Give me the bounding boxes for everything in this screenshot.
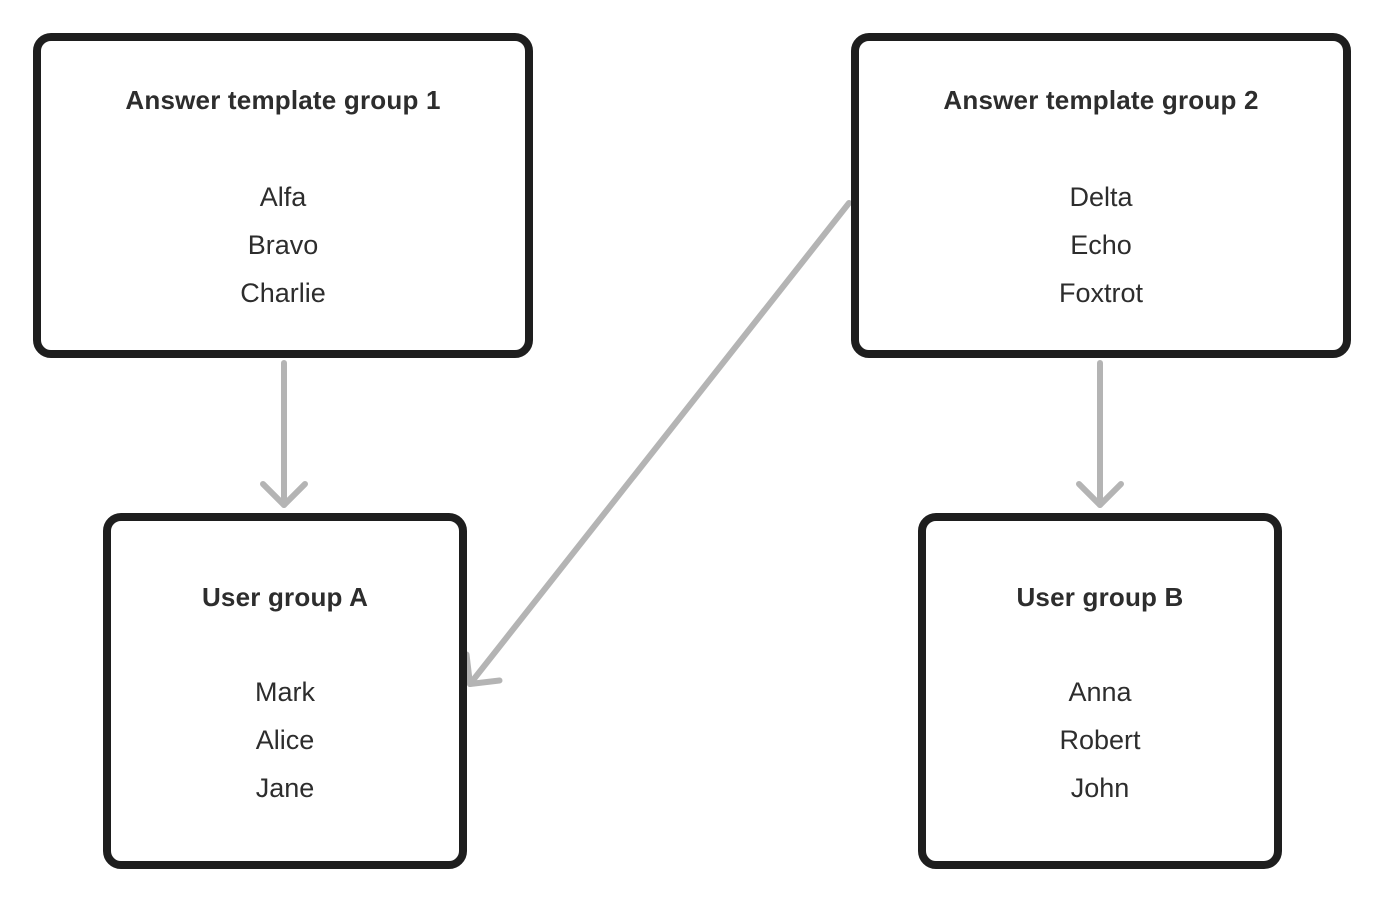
node-item: Bravo: [247, 230, 319, 260]
node-item: Mark: [255, 677, 315, 707]
node-item: Delta: [1069, 182, 1133, 212]
node-item-list: Anna Robert John: [926, 668, 1274, 812]
node-item: Echo: [1070, 230, 1132, 260]
node-item: John: [1070, 773, 1130, 803]
node-item-list: Mark Alice Jane: [111, 668, 459, 812]
node-answer-template-group-1: Answer template group 1 Alfa Bravo Charl…: [33, 33, 533, 358]
node-title: Answer template group 2: [943, 85, 1259, 115]
node-item: Anna: [1068, 677, 1132, 707]
node-item: Alfa: [259, 182, 307, 212]
node-user-group-b: User group B Anna Robert John: [918, 513, 1282, 869]
node-title: Answer template group 1: [125, 85, 441, 115]
node-title: User group A: [201, 582, 369, 612]
node-item: Robert: [1059, 725, 1141, 755]
node-item: Foxtrot: [1058, 278, 1144, 308]
node-item: Jane: [255, 773, 315, 803]
node-user-group-a: User group A Mark Alice Jane: [103, 513, 467, 869]
node-item-list: Delta Echo Foxtrot: [859, 173, 1343, 317]
node-item: Charlie: [240, 278, 326, 308]
node-answer-template-group-2: Answer template group 2 Delta Echo Foxtr…: [851, 33, 1351, 358]
node-item-list: Alfa Bravo Charlie: [41, 173, 525, 317]
node-item: Alice: [255, 725, 315, 755]
node-title: User group B: [1016, 582, 1184, 612]
